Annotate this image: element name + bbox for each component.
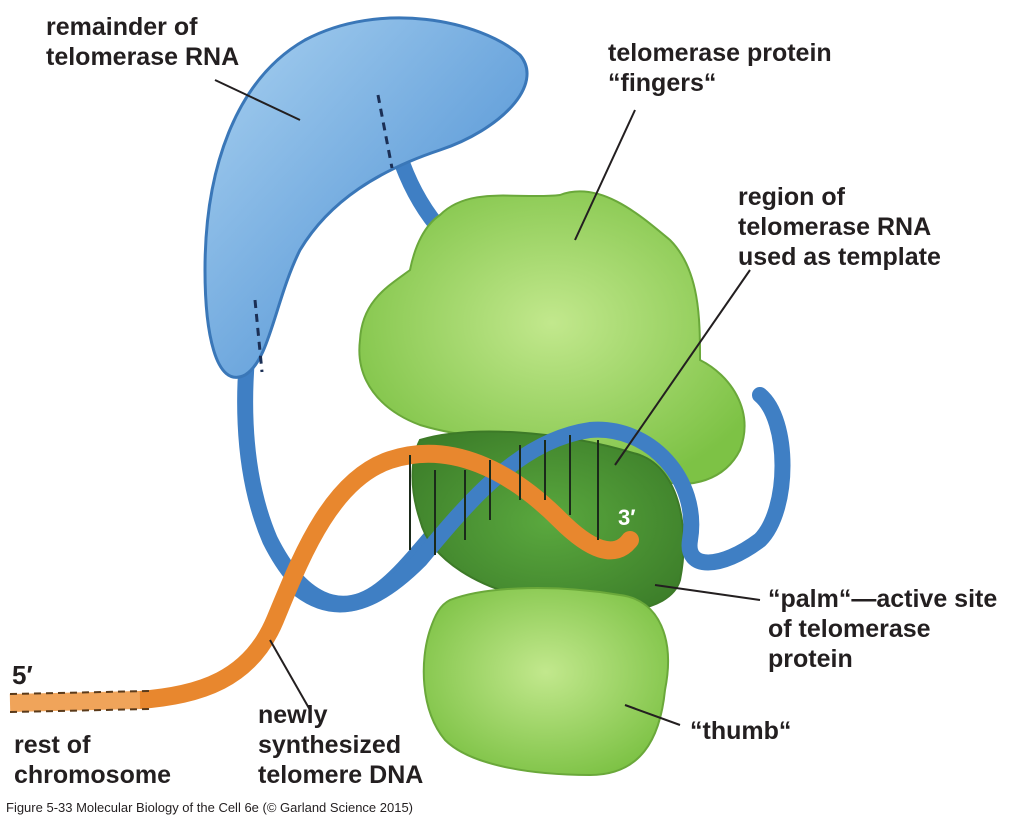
label-chromosome: rest of chromosome (14, 731, 171, 789)
label-thumb: “thumb“ (690, 717, 792, 745)
figure-caption: Figure 5-33 Molecular Biology of the Cel… (6, 800, 414, 815)
rna-remainder-blob (203, 16, 529, 379)
label-three-prime: 3′ (618, 505, 636, 530)
rna-dashed-lower (253, 299, 264, 373)
label-template-region: region of telomerase RNA used as templat… (738, 183, 941, 271)
label-five-prime: 5′ (12, 660, 33, 690)
label-palm: “palm“—active site of telomerase protein (768, 585, 998, 673)
protein-thumb (422, 587, 669, 777)
rna-dashed-upper (376, 94, 394, 169)
label-fingers: telomerase protein “fingers“ (608, 39, 832, 97)
leader-lines (214, 79, 761, 726)
label-new-dna: newly synthesized telomere DNA (258, 701, 424, 789)
label-remainder-rna: remainder of telomerase RNA (46, 13, 240, 71)
dna-template-strand (292, 387, 791, 613)
dna-new-strand (131, 444, 639, 709)
dna-chromosome-tail (9, 691, 141, 712)
base-pairs (409, 435, 599, 555)
